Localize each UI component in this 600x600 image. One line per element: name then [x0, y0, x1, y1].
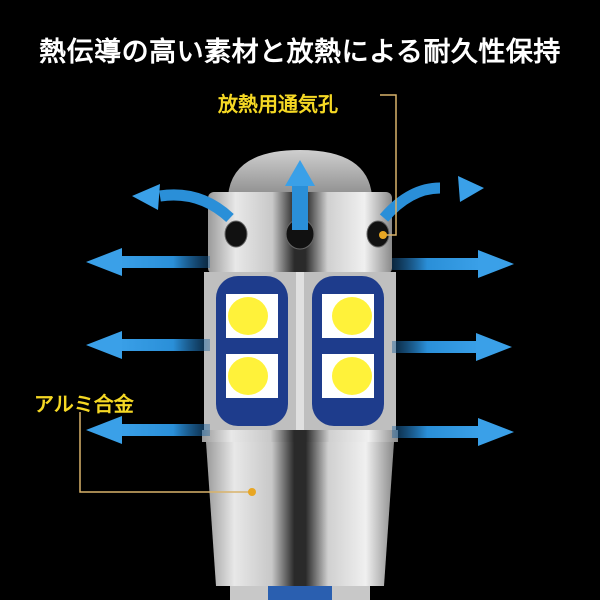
leader-alloy: [79, 412, 256, 496]
headline: 熱伝導の高い素材と放熱による耐久性保持: [39, 37, 561, 68]
arrow-curve-right-icon: [458, 176, 484, 202]
leader-vent: [379, 94, 397, 239]
arrows-right: [392, 250, 514, 446]
callout-aluminum-alloy: アルミ合金: [34, 392, 134, 416]
led-board-right: [312, 276, 384, 426]
callout-vent-holes: 放熱用通気孔: [218, 92, 338, 116]
aluminum-base: [206, 442, 394, 586]
arrow-up-icon: [285, 160, 315, 230]
arrows-left: [86, 248, 210, 444]
led-board-left: [216, 276, 288, 426]
arrow-curve-left-icon: [132, 184, 160, 210]
